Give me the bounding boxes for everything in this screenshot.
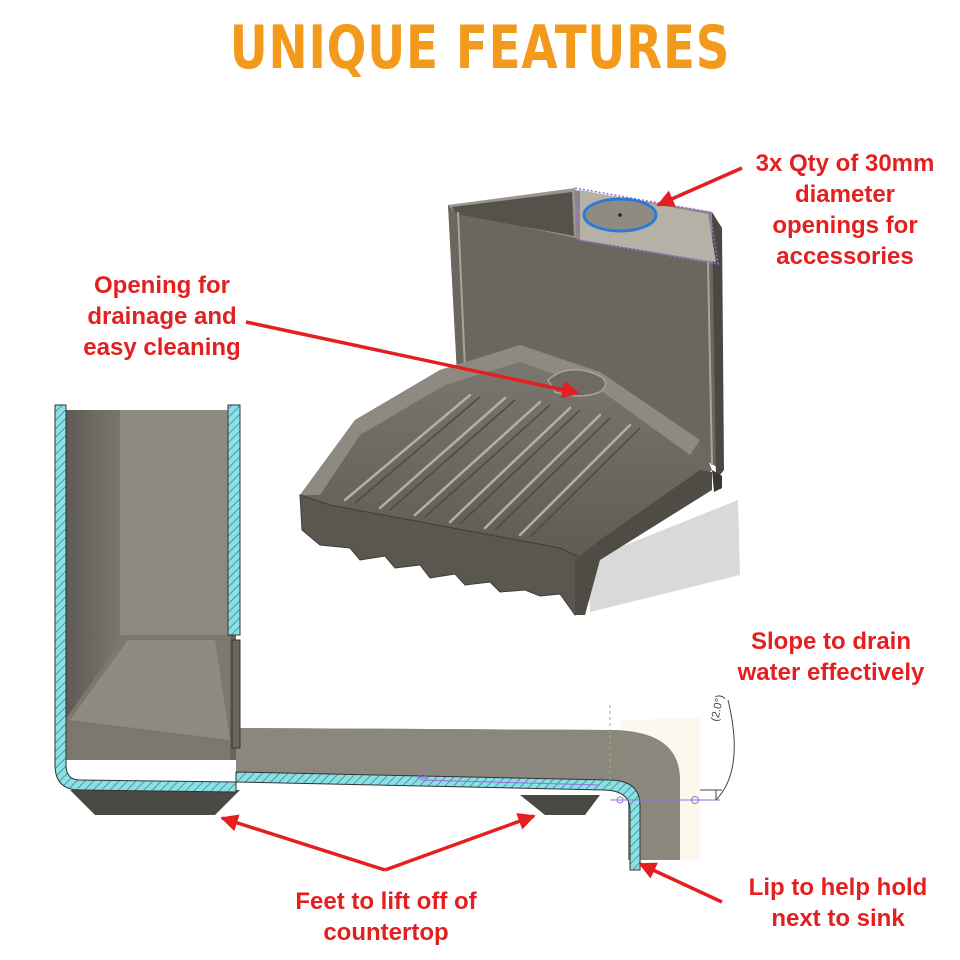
callout-feet: Feet to lift off of countertop: [295, 888, 477, 946]
holder-3d-model: [299, 187, 740, 616]
feet-arrow-left: [220, 814, 386, 872]
cross-section-view: (2.0°): [54, 404, 735, 871]
callout-arrows: [220, 166, 743, 904]
callout-openings: 3x Qty of 30mm diameter openings for acc…: [755, 150, 935, 270]
callout-lip: Lip to help hold next to sink: [748, 874, 928, 932]
callout-slope: Slope to drain water effectively: [737, 628, 925, 686]
slope-angle-label: (2.0°): [709, 694, 726, 723]
drainage-arrow: [245, 320, 580, 399]
lip-arrow: [638, 862, 723, 904]
callout-drainage: Opening for drainage and easy cleaning: [83, 272, 241, 361]
page-title: UNIQUE FEATURES: [229, 13, 731, 83]
openings-arrow: [656, 166, 743, 207]
feet-arrow-right: [384, 813, 536, 872]
